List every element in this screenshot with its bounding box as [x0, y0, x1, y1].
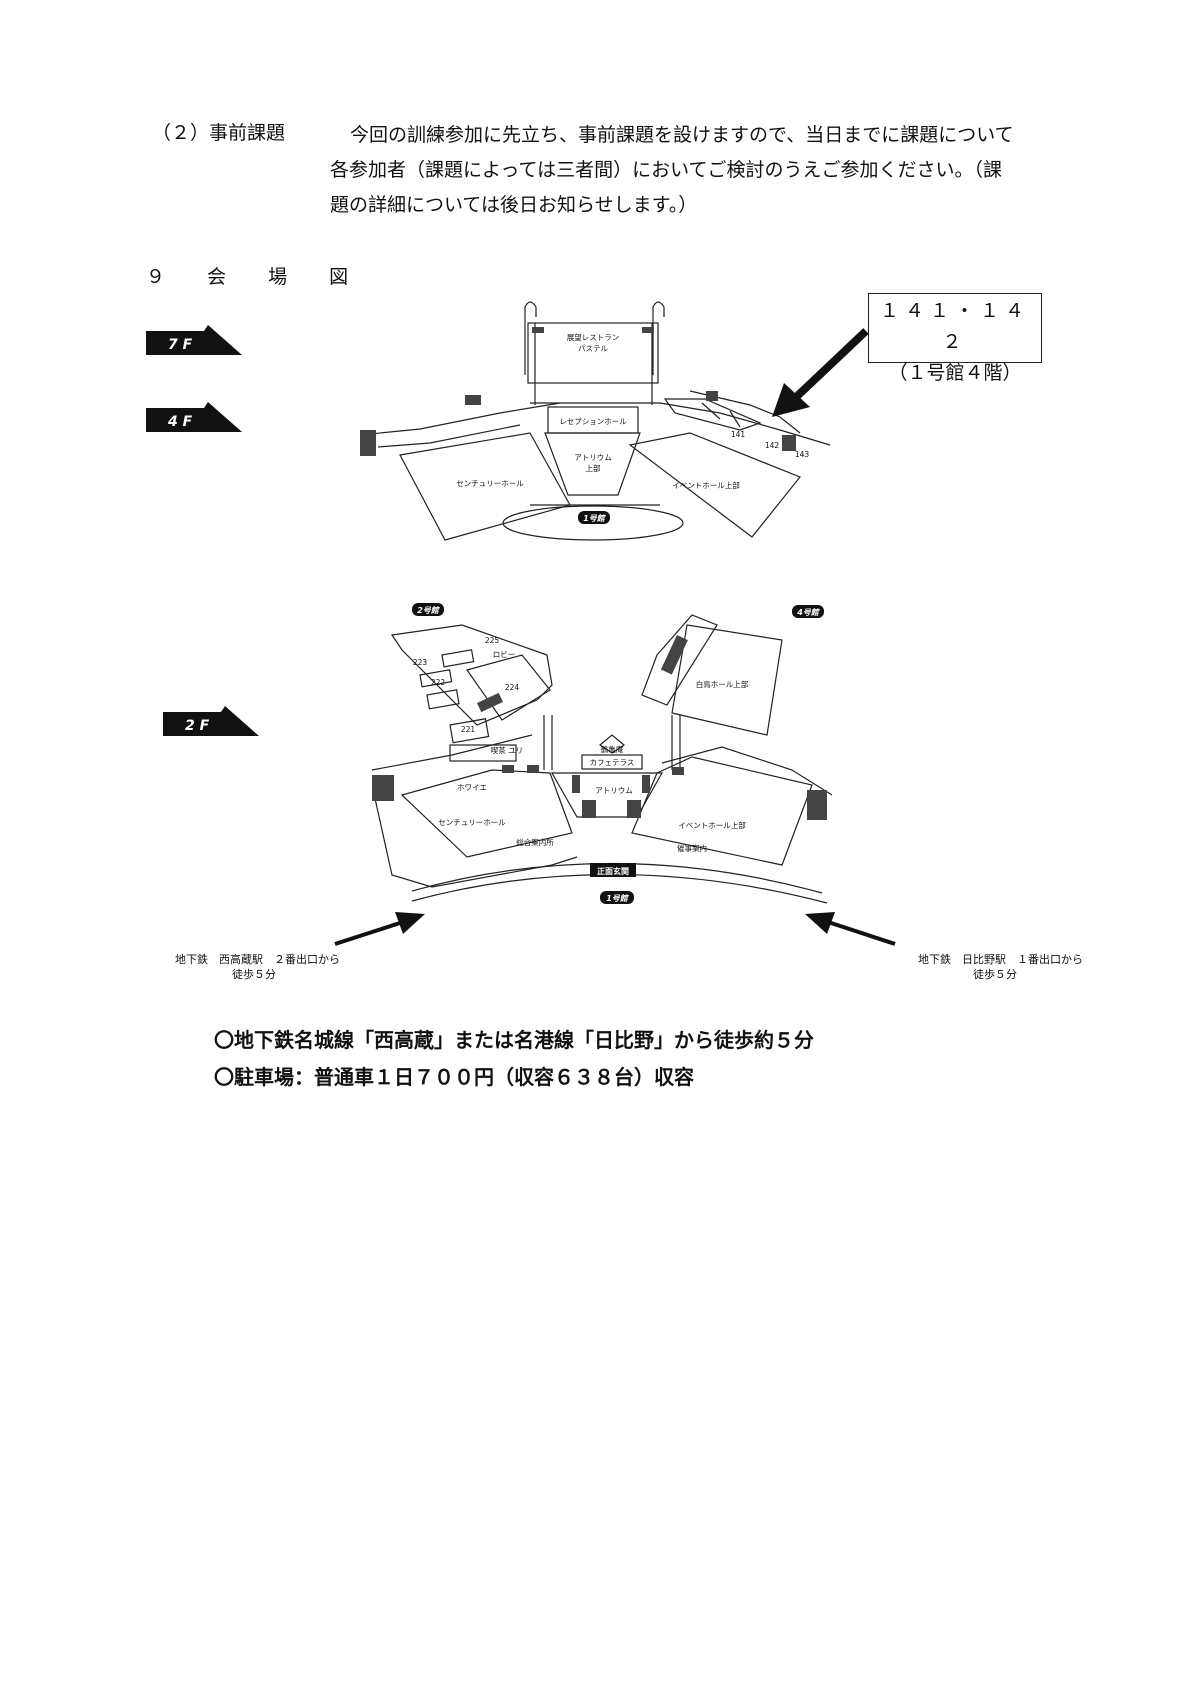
atrium-label: アトリウム: [595, 786, 633, 795]
main-entrance-label: 正面玄関: [597, 866, 629, 876]
room-141-label: 141: [731, 430, 746, 439]
info-right-label: 催事案内: [677, 843, 707, 853]
left-station-info: 地下鉄 西高蔵駅 ２番出口から 徒歩５分: [175, 952, 340, 982]
section-body: 今回の訓練参加に先立ち、事前課題を設けますので、当日までに課題について 各参加者…: [330, 118, 1090, 223]
event-hall-2f-label: イベントホール上部: [678, 820, 746, 830]
shiratori-hall-label: 白鳥ホール上部: [696, 679, 749, 689]
room-143-label: 143: [795, 450, 810, 459]
cafe-label: カフェテラス: [590, 758, 635, 767]
century-hall-label: センチュリーホール: [456, 479, 524, 488]
right-station-info: 地下鉄 日比野駅 １番出口から 徒歩５分: [918, 952, 1083, 982]
body-line-1: 今回の訓練参加に先立ち、事前課題を設けますので、当日までに課題について: [350, 124, 1014, 146]
info-left-label: 総合案内所: [516, 837, 554, 847]
floor-tag-7f: 7 F: [146, 325, 242, 355]
atrium-upper-label-2: 上部: [586, 463, 601, 473]
floor-7f-label: 7 F: [168, 337, 193, 353]
crane-label: 鶴亀庵: [601, 744, 624, 754]
building4-badge: 4号館: [796, 608, 821, 617]
lily-cafe-label: 喫茶 ユリ: [491, 745, 523, 755]
room-142-label: 142: [765, 441, 780, 450]
floor-tag-4f: 4 F: [146, 402, 242, 432]
body-line-3: 題の詳細については後日お知らせします。）: [330, 194, 698, 216]
left-station-line-1: 地下鉄 西高蔵駅 ２番出口から: [175, 953, 340, 966]
floor-tag-2f: 2 F: [163, 706, 259, 736]
building2-badge: 2号館: [417, 606, 441, 615]
callout-rooms: １４１・１４２: [879, 300, 1030, 353]
upper-floor-map: 展望レストラン パステル レセプションホール アトリウム 上部 センチュリーホー…: [360, 301, 831, 541]
body-line-2: 各参加者（課題によっては三者間）においてご検討のうえご参加ください。（課: [330, 159, 1003, 181]
room-225-label: 225: [485, 636, 500, 645]
callout-location: （１号館４階）: [888, 362, 1022, 384]
section-title: ９ 会 場 図: [146, 266, 367, 288]
left-station-line-2: 徒歩５分: [232, 968, 276, 981]
room-224-label: 224: [505, 683, 520, 692]
event-hall-upper-label: イベントホール上部: [672, 480, 740, 490]
lobby-label: ロビー: [493, 650, 516, 659]
floor-2f-label: 2 F: [185, 718, 210, 734]
room-callout: １４１・１４２ （１号館４階）: [868, 293, 1042, 384]
reception-label: レセプションホール: [559, 417, 627, 426]
right-station-arrow: [805, 912, 896, 946]
banquet-label-1: 展望レストラン: [567, 332, 620, 342]
callout-arrow: [772, 328, 869, 417]
foyer-label: ホワイエ: [457, 783, 487, 792]
building1-upper-badge: 1号館: [583, 514, 607, 523]
banquet-label-2: パステル: [578, 344, 608, 353]
building1-lower-badge: 1号館: [606, 894, 630, 903]
floor-4f-label: 4 F: [167, 414, 193, 430]
room-222-label: 222: [431, 678, 446, 687]
room-223-label: 223: [413, 658, 428, 667]
room-221-label: 221: [461, 725, 476, 734]
right-station-line-2: 徒歩５分: [973, 968, 1017, 981]
atrium-upper-label-1: アトリウム: [574, 453, 612, 462]
access-parking: 〇駐車場：普通車１日７００円（収容６３８台）収容: [214, 1065, 694, 1089]
century-hall-2f-label: センチュリーホール: [438, 818, 506, 827]
access-subway: 〇地下鉄名城線「西高蔵」または名港線「日比野」から徒歩約５分: [214, 1028, 814, 1052]
second-floor-map: 225 223 222 224 221 ロビー 白鳥ホール上部 鶴亀庵 カフェテ…: [372, 603, 833, 904]
section-label: （２）事前課題: [152, 122, 286, 144]
left-station-arrow: [334, 912, 425, 946]
right-station-line-1: 地下鉄 日比野駅 １番出口から: [918, 953, 1083, 966]
